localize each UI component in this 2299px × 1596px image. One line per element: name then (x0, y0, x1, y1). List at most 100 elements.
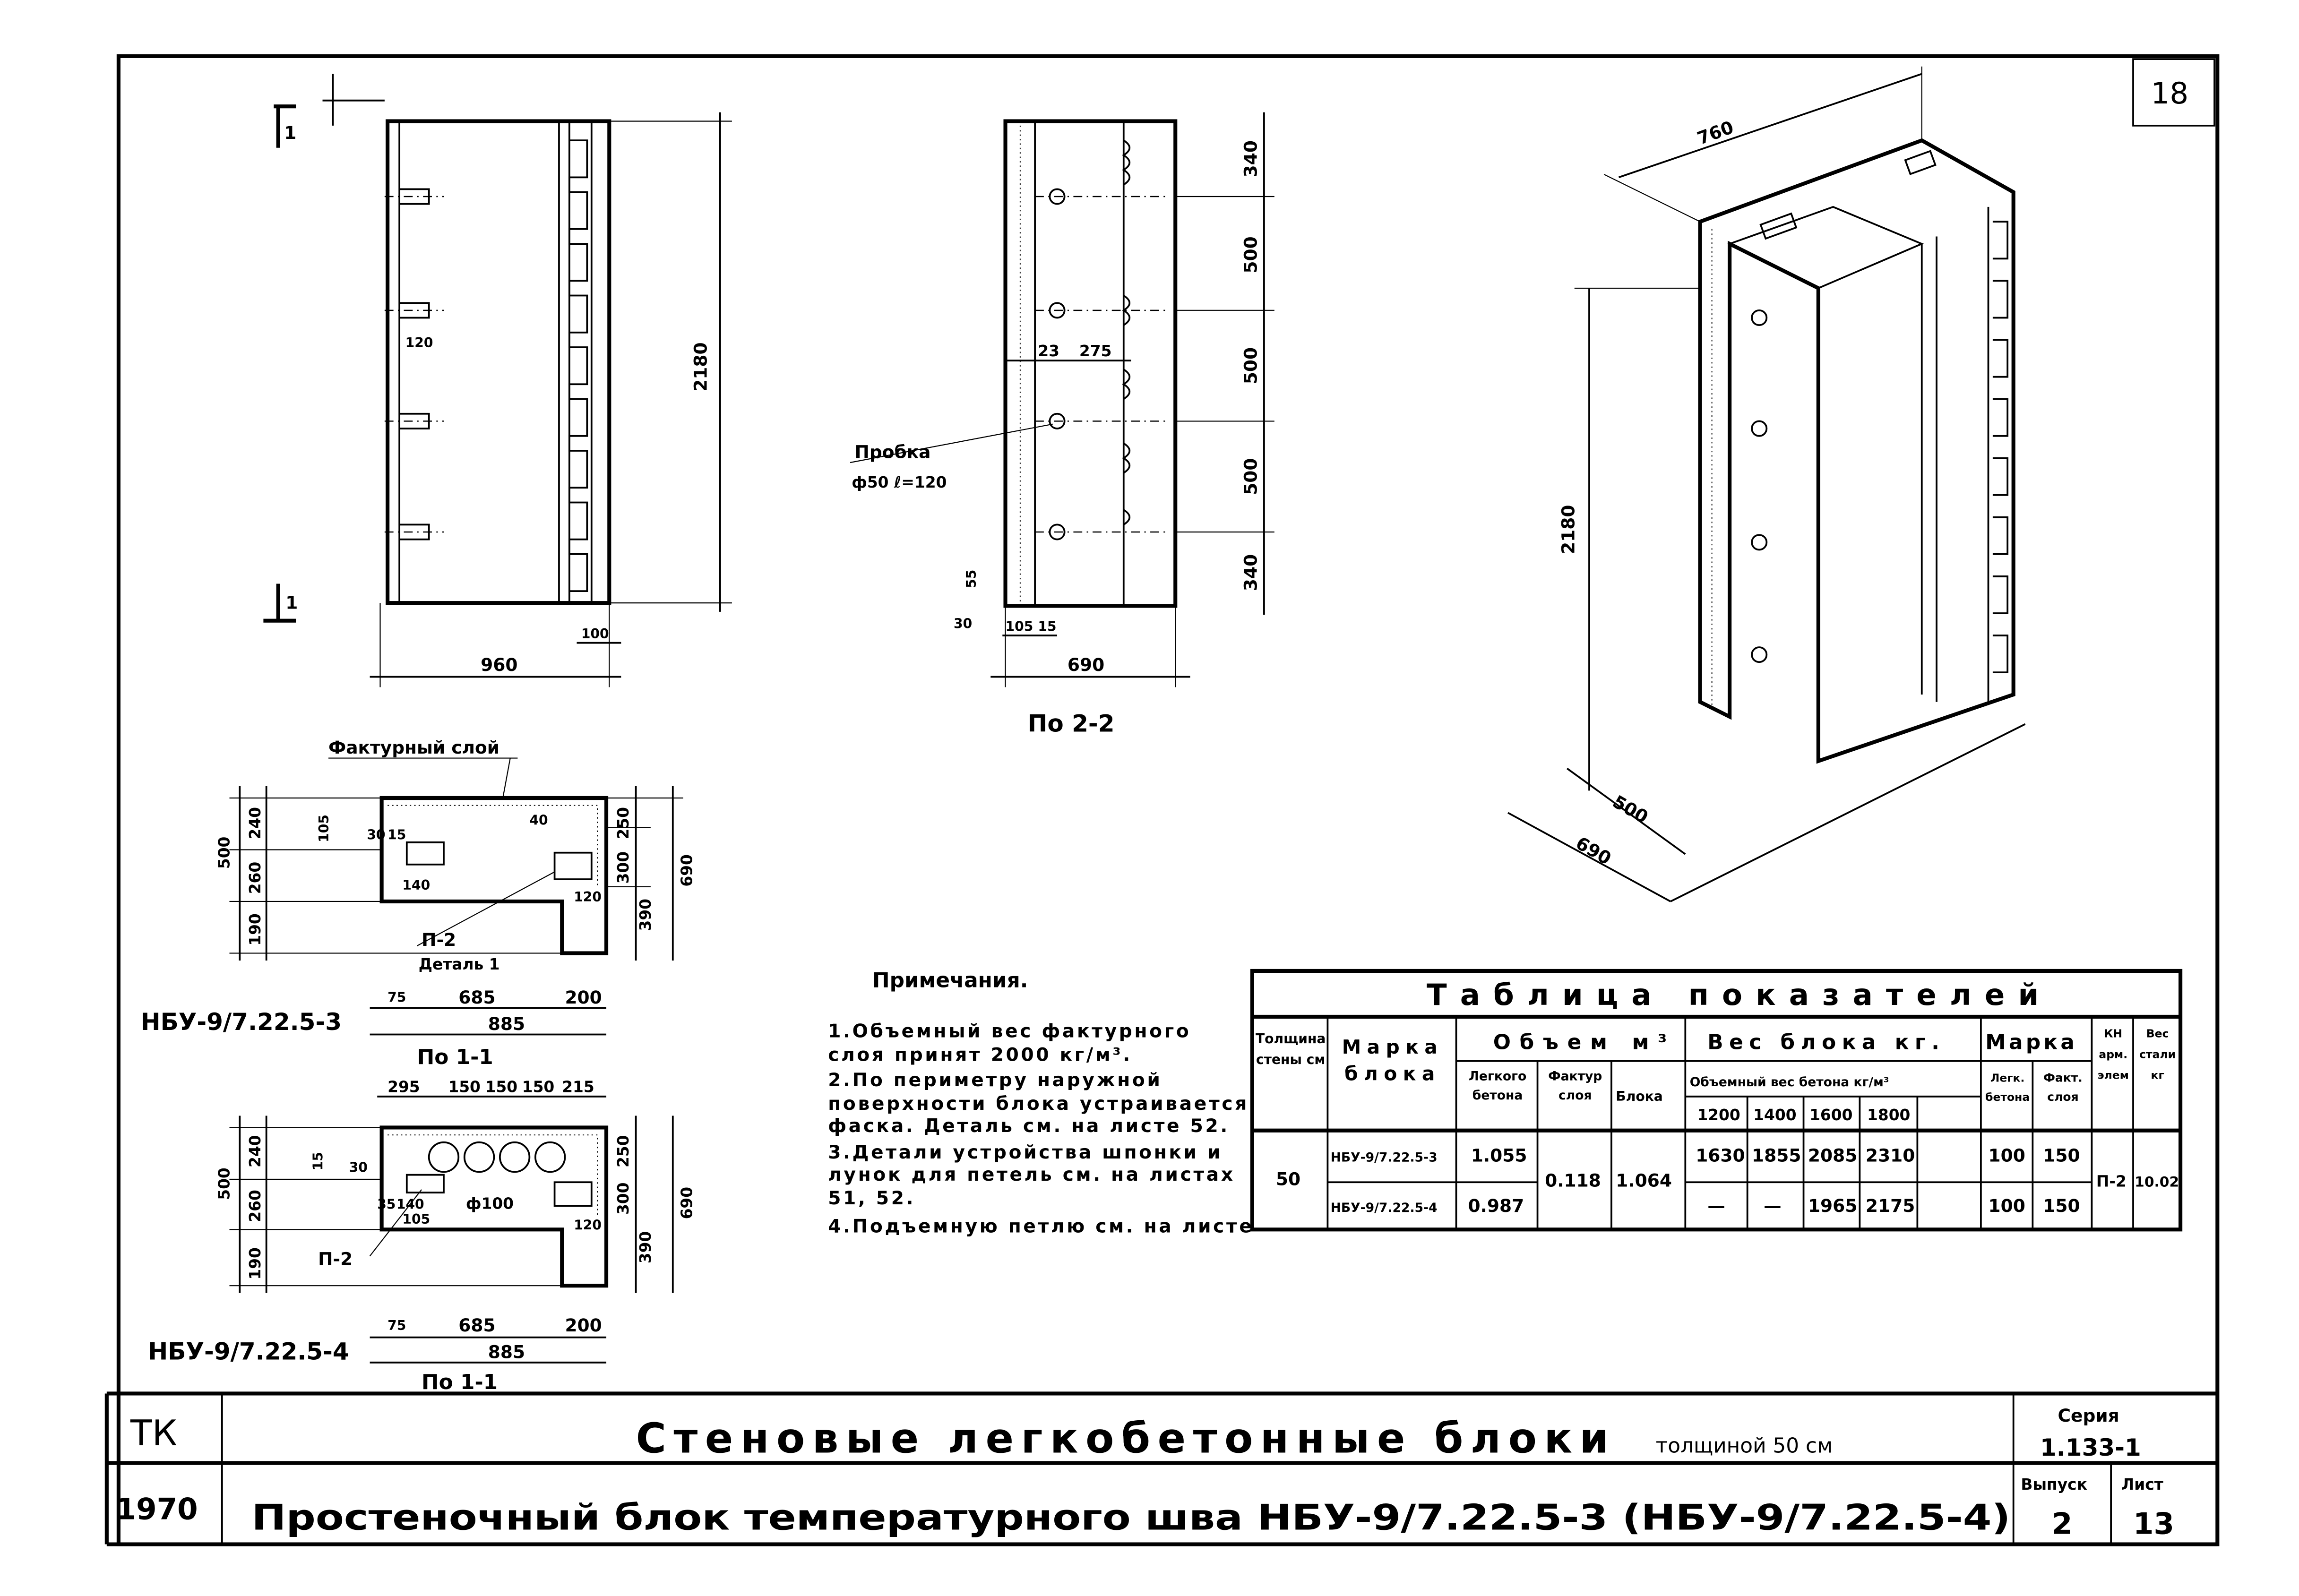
svg-text:690: 690 (678, 1187, 696, 1219)
svg-text:200: 200 (565, 987, 602, 1008)
svg-text:150: 150 (2043, 1145, 2080, 1166)
svg-text:295: 295 (387, 1078, 420, 1096)
dim-500-a: 500 (1240, 236, 1261, 273)
dim-340-top: 340 (1240, 140, 1261, 177)
title-block: ТК 1970 Стеновые легкобетонные блоки тол… (104, 1391, 2218, 1546)
dim-height-2180: 2180 (690, 342, 711, 391)
svg-text:1855: 1855 (1752, 1145, 1801, 1166)
svg-text:1.055: 1.055 (1471, 1145, 1527, 1166)
note-item: 1.Объемный вес фактурного слоя принят 20… (828, 1020, 1191, 1065)
hole-icon (534, 1141, 566, 1173)
header-thickness: Толщина стены см (1255, 1033, 1326, 1069)
issue-value: 2 (2052, 1507, 2073, 1541)
svg-text:260: 260 (246, 1190, 264, 1222)
svg-text:0.987: 0.987 (1468, 1195, 1524, 1216)
plug-spec: ф50 ℓ=120 (852, 473, 947, 491)
svg-text:1: 1 (284, 122, 296, 143)
svg-text:100: 100 (1989, 1145, 2025, 1166)
dim-105: 105 (1006, 619, 1033, 635)
svg-text:105: 105 (402, 1211, 430, 1227)
detail-label: Деталь 1 (419, 955, 500, 973)
svg-text:15: 15 (387, 827, 406, 843)
dim-275: 275 (1079, 342, 1112, 360)
sheet-number-box: 18 (2132, 58, 2215, 127)
dim-width-690: 690 (1068, 654, 1104, 675)
svg-text:150: 150 (485, 1078, 518, 1096)
svg-text:690: 690 (678, 854, 696, 887)
svg-text:1: 1 (285, 592, 298, 613)
svg-text:П-2: П-2 (2096, 1173, 2127, 1191)
svg-text:1400: 1400 (1753, 1106, 1796, 1124)
svg-text:190: 190 (246, 1247, 264, 1280)
svg-text:150: 150 (2043, 1195, 2080, 1216)
svg-text:120: 120 (574, 1217, 602, 1233)
svg-text:75: 75 (387, 1318, 406, 1333)
svg-text:190: 190 (246, 913, 264, 946)
svg-text:100: 100 (1989, 1195, 2025, 1216)
notes: Примечания. 1.Объемный вес фактурного сл… (828, 968, 1257, 1237)
svg-text:390: 390 (637, 1231, 654, 1264)
dim-15: 15 (1038, 619, 1056, 635)
svg-text:685: 685 (458, 1315, 495, 1336)
mark-nbu-4: НБУ-9/7.22.5-4 (148, 1338, 349, 1365)
svg-text:35: 35 (377, 1197, 396, 1212)
svg-text:260: 260 (246, 862, 264, 894)
svg-text:105: 105 (316, 815, 332, 842)
notes-title: Примечания. (872, 968, 1028, 992)
header-mark: Марка блока (1342, 1037, 1444, 1086)
svg-text:240: 240 (246, 807, 264, 840)
dim-500-c: 500 (1240, 458, 1261, 495)
dim-120: 120 (405, 335, 433, 351)
dim-500-b: 500 (1240, 347, 1261, 384)
svg-text:—: — (1764, 1195, 1782, 1216)
svg-text:200: 200 (565, 1315, 602, 1336)
svg-text:215: 215 (562, 1078, 594, 1096)
svg-text:2310: 2310 (1866, 1145, 1915, 1166)
year: 1970 (116, 1492, 198, 1526)
svg-text:Марка: Марка (1985, 1030, 2077, 1055)
facing-layer-label: Фактурный слой (328, 737, 499, 758)
svg-text:240: 240 (246, 1135, 264, 1167)
dim-100: 100 (581, 626, 609, 642)
svg-text:140: 140 (402, 877, 430, 893)
svg-text:30: 30 (349, 1159, 368, 1175)
svg-text:150: 150 (448, 1078, 481, 1096)
svg-text:885: 885 (488, 1341, 525, 1362)
view-caption-2-2: По 2-2 (1027, 710, 1114, 737)
sheet-number: 18 (2151, 76, 2189, 111)
section-mark-top: 1 (274, 74, 385, 148)
row-2-mark: НБУ-9/7.22.5-4 (1331, 1201, 1438, 1215)
thickness-value: 50 (1276, 1168, 1300, 1189)
svg-text:120: 120 (574, 889, 602, 905)
svg-text:1600: 1600 (1809, 1106, 1852, 1124)
svg-text:390: 390 (637, 899, 654, 931)
section-caption-2: По 1-1 (422, 1370, 498, 1394)
hole-label: ф100 (466, 1195, 514, 1213)
note-item: 4.Подъемную петлю см. на листе 64. (828, 1215, 1257, 1237)
plug-label: Пробка (855, 442, 931, 463)
svg-text:885: 885 (488, 1013, 525, 1034)
svg-text:250: 250 (614, 807, 632, 840)
svg-text:2085: 2085 (1808, 1145, 1857, 1166)
series-value: 1.133-1 (2040, 1434, 2141, 1461)
dim-30: 30 (954, 616, 972, 631)
svg-text:1800: 1800 (1867, 1106, 1910, 1124)
dim-340-bottom: 340 (1240, 554, 1261, 591)
plan-section-1: Фактурный слой 500 240 260 190 250 300 3… (141, 737, 696, 1069)
elevation-view-2: 340 500 500 500 340 23 275 Пробка ф50 ℓ=… (850, 112, 1274, 737)
dim-height-2180-iso: 2180 (1558, 505, 1579, 554)
note-item: 2.По периметру наружной поверхности блок… (828, 1068, 1249, 1137)
subtitle: Простеночный блок температурного шва НБУ… (251, 1496, 2010, 1538)
svg-text:500: 500 (215, 1167, 233, 1200)
main-title: Стеновые легкобетонные блоки (636, 1415, 1616, 1463)
svg-text:0.118: 0.118 (1545, 1170, 1601, 1191)
svg-text:150: 150 (522, 1078, 555, 1096)
section-mark-bottom: 1 (263, 583, 298, 623)
hole-icon (463, 1141, 495, 1173)
svg-text:10.02: 10.02 (2135, 1174, 2179, 1191)
svg-text:500: 500 (215, 837, 233, 869)
row-1-mark: НБУ-9/7.22.5-3 (1331, 1150, 1438, 1165)
svg-text:300: 300 (614, 1183, 632, 1215)
svg-text:1630: 1630 (1696, 1145, 1745, 1166)
